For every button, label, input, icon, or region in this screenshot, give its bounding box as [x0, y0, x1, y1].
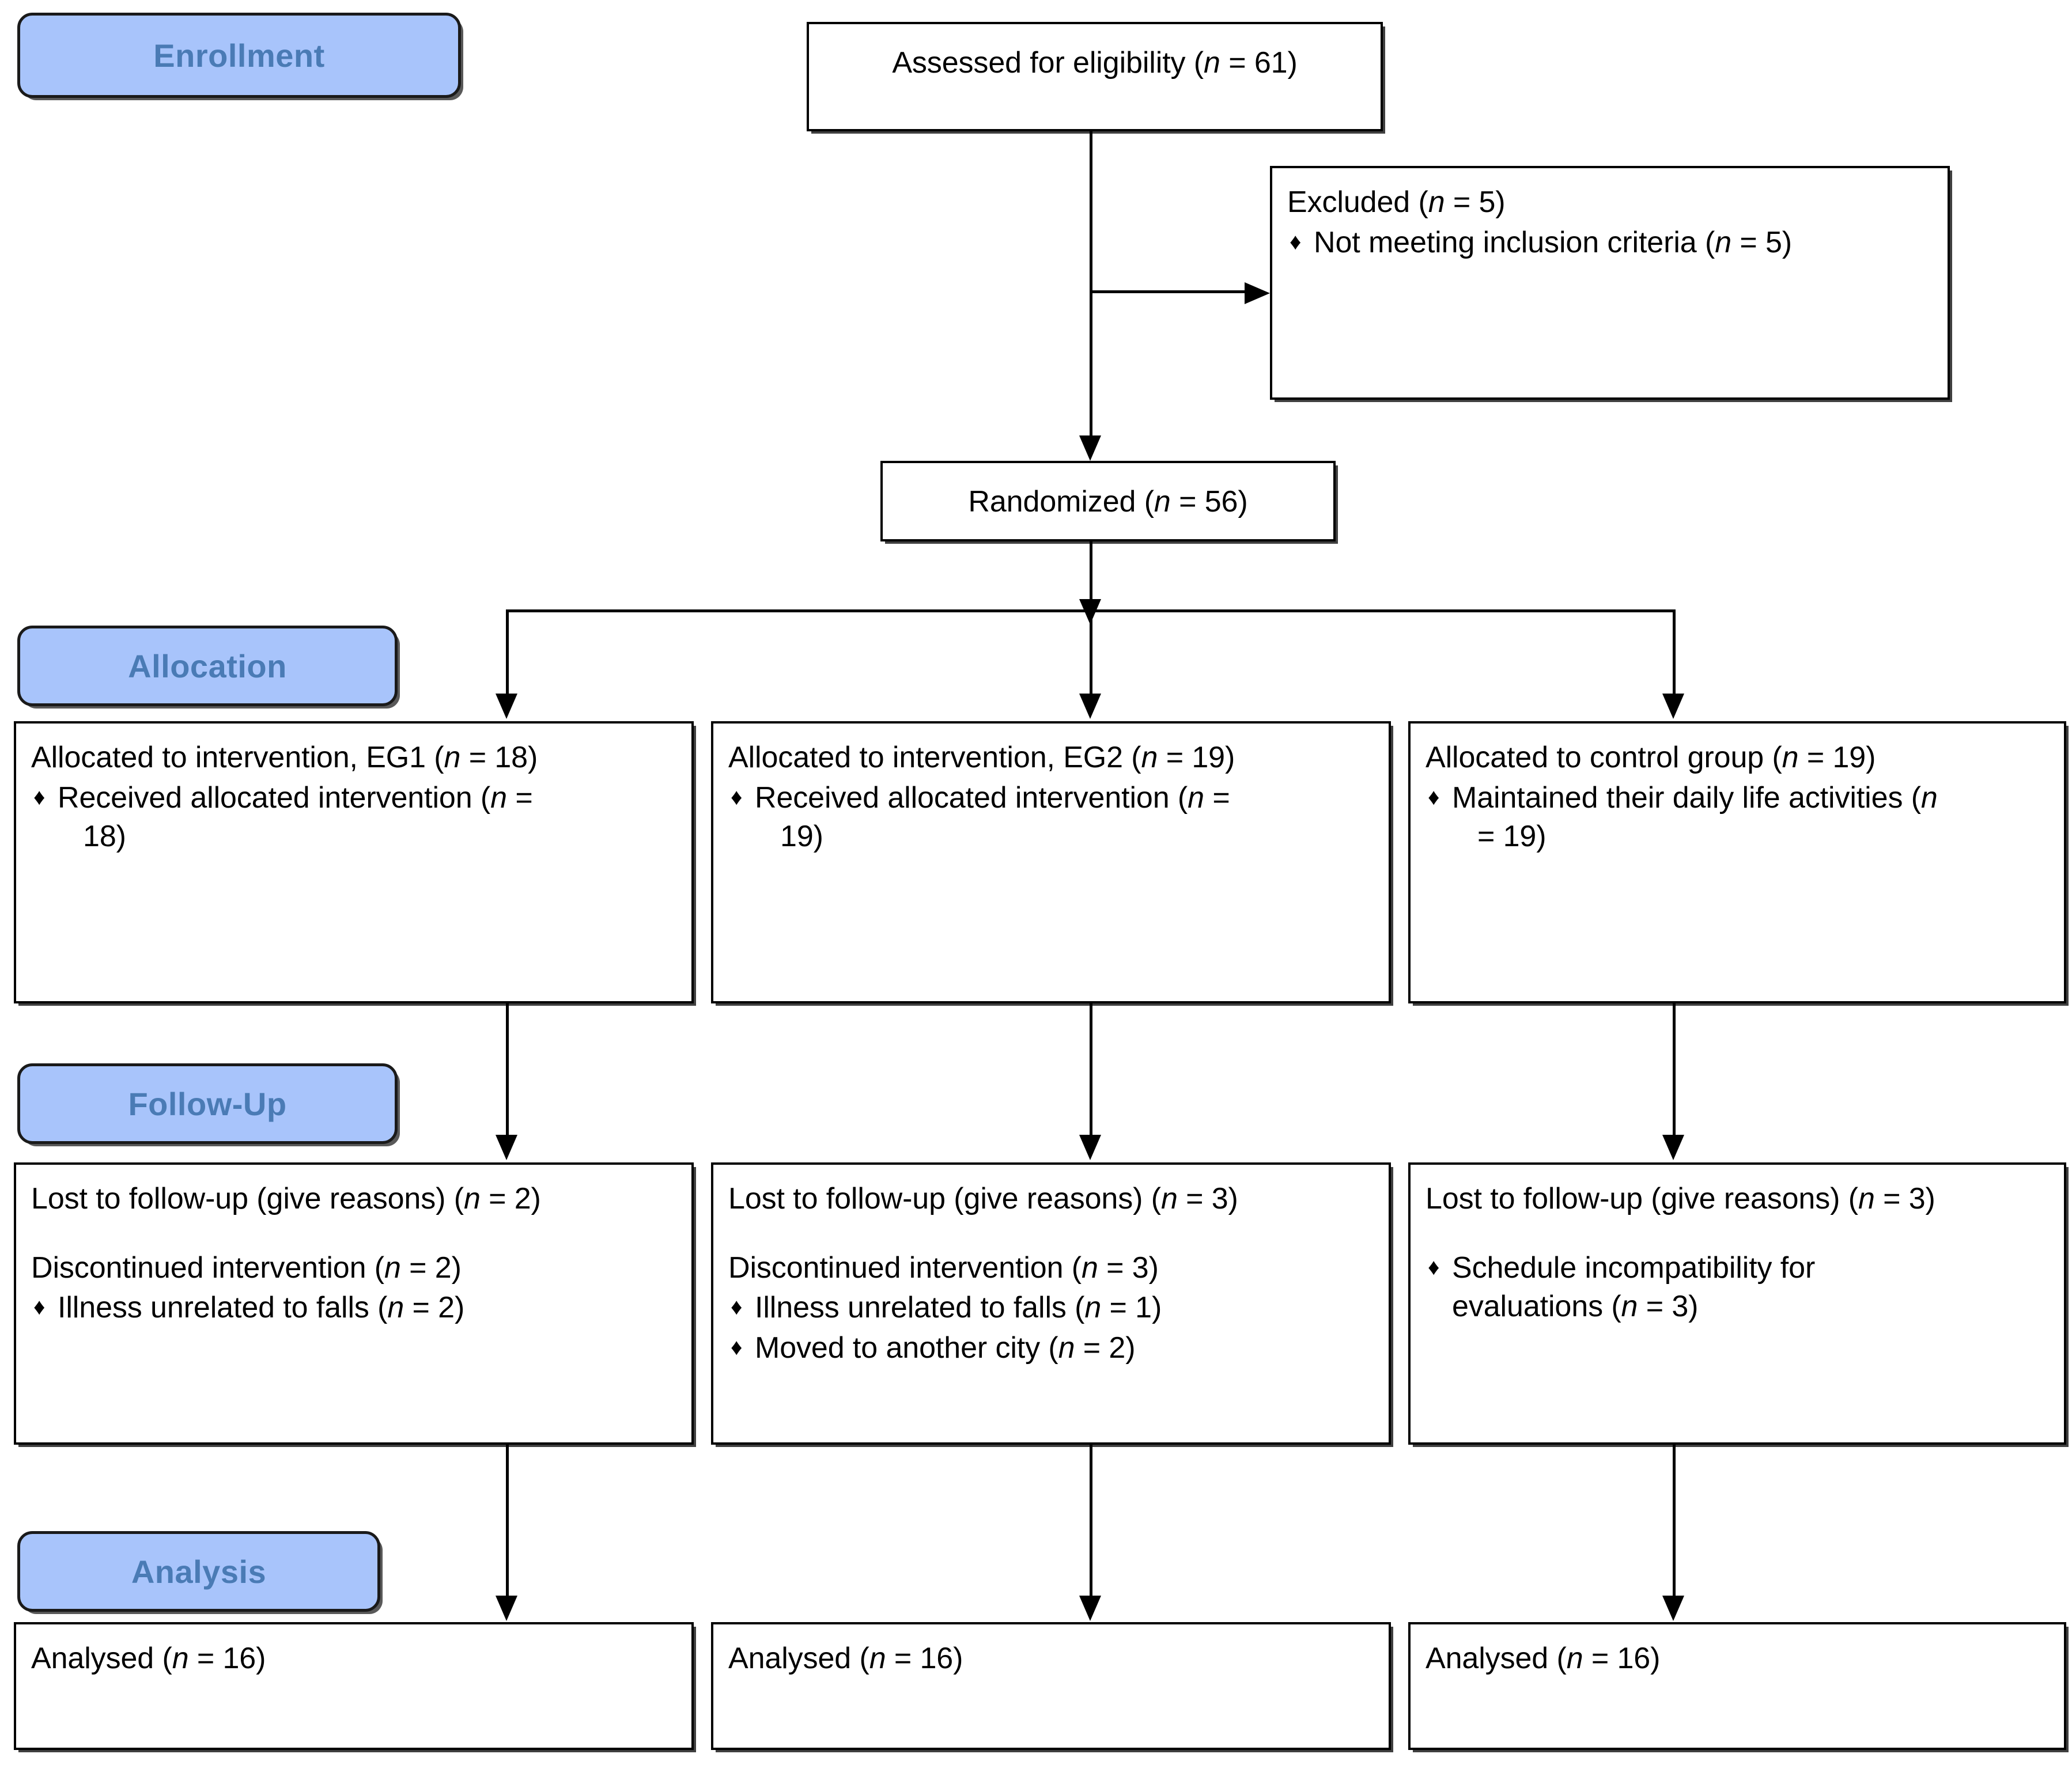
allocation-bullet: Received allocated intervention (n =18)	[31, 779, 676, 857]
followup-discontinued: Discontinued intervention (n = 2)	[31, 1251, 462, 1285]
followup-lost: Lost to follow-up (give reasons) (n = 2)	[31, 1182, 541, 1215]
box-randomized: Randomized (n = 56)	[880, 461, 1336, 541]
excluded-heading: Excluded (n = 5)	[1287, 185, 1506, 219]
arrowhead-analysis-eg1	[496, 1596, 517, 1621]
allocation-bullet-wrap: 18)	[83, 820, 126, 854]
allocation-heading: Allocated to intervention, EG1 (n = 18)	[31, 741, 538, 774]
n-symbol: n	[1084, 1291, 1102, 1325]
n-symbol: n	[1141, 741, 1158, 774]
box-analysis-eg1: Analysed (n = 16)	[14, 1622, 694, 1750]
stage-label-allocation-text: Allocation	[128, 647, 287, 684]
assessed-text: Assessed for eligibility (n = 61)	[892, 46, 1298, 79]
box-allocation-control: Allocated to control group (n = 19) Main…	[1408, 721, 2066, 1003]
arrowhead-analysis-control	[1662, 1596, 1684, 1621]
n-symbol: n	[490, 781, 507, 815]
connector-followup-to-analysis-eg2	[1090, 1445, 1092, 1598]
stage-label-followup-text: Follow-Up	[128, 1085, 287, 1122]
arrowhead-analysis-eg2	[1079, 1596, 1101, 1621]
n-symbol: n	[1058, 1331, 1075, 1365]
analysis-text: Analysed (n = 16)	[1426, 1642, 1661, 1675]
followup-reason-item: Moved to another city (n = 2)	[728, 1329, 1374, 1368]
n-symbol: n	[1188, 781, 1204, 815]
arrowhead-randomized	[1079, 435, 1101, 461]
stage-label-analysis-text: Analysis	[131, 1553, 267, 1590]
n-symbol: n	[869, 1642, 886, 1675]
box-followup-eg1: Lost to follow-up (give reasons) (n = 2)…	[14, 1162, 694, 1445]
excluded-reason-item: Not meeting inclusion criteria (n = 5)	[1287, 224, 1933, 263]
stage-label-enrollment: Enrollment	[17, 13, 461, 98]
connector-randomized-down	[1090, 541, 1092, 611]
connector-followup-to-analysis-control	[1673, 1445, 1676, 1598]
randomized-text: Randomized (n = 56)	[968, 485, 1248, 518]
n-symbol: n	[1715, 225, 1732, 259]
box-allocation-eg2: Allocated to intervention, EG2 (n = 19) …	[711, 721, 1391, 1003]
stage-label-followup: Follow-Up	[17, 1063, 398, 1144]
n-symbol: n	[1428, 185, 1445, 219]
n-symbol: n	[1858, 1182, 1875, 1215]
n-symbol: n	[1920, 781, 1938, 815]
n-symbol: n	[384, 1251, 401, 1285]
arrowhead-allocation-eg1	[496, 694, 517, 719]
followup-reason-item: Schedule incompatibility forevaluations …	[1426, 1249, 2049, 1327]
connector-bus-to-eg2	[1090, 609, 1092, 696]
box-excluded: Excluded (n = 5) Not meeting inclusion c…	[1270, 166, 1950, 400]
allocation-bullet: Received allocated intervention (n =19)	[728, 779, 1374, 857]
allocation-heading: Allocated to intervention, EG2 (n = 19)	[728, 741, 1235, 774]
analysis-text: Analysed (n = 16)	[728, 1642, 963, 1675]
spacer	[1426, 1219, 2049, 1249]
connector-bus-to-control	[1673, 609, 1676, 696]
arrowhead-allocation-eg2	[1079, 694, 1101, 719]
arrowhead-allocation-control	[1662, 694, 1684, 719]
n-symbol: n	[1204, 46, 1220, 79]
spacer	[728, 1219, 1374, 1249]
box-analysis-eg2: Analysed (n = 16)	[711, 1622, 1391, 1750]
followup-reason-item: Illness unrelated to falls (n = 1)	[728, 1289, 1374, 1328]
n-symbol: n	[1160, 1182, 1178, 1215]
n-symbol: n	[1566, 1642, 1583, 1675]
analysis-text: Analysed (n = 16)	[31, 1642, 266, 1675]
connector-followup-to-analysis-eg1	[506, 1445, 509, 1598]
stage-label-allocation: Allocation	[17, 626, 398, 706]
followup-reason-wrap: evaluations (	[1452, 1290, 1621, 1324]
arrowhead-followup-control	[1662, 1135, 1684, 1160]
n-symbol: n	[387, 1291, 404, 1325]
n-symbol: n	[1782, 741, 1799, 774]
n-symbol: n	[463, 1182, 481, 1215]
connector-to-excluded	[1090, 290, 1246, 293]
n-symbol: n	[1621, 1290, 1638, 1324]
followup-lost: Lost to follow-up (give reasons) (n = 3)	[1426, 1182, 1935, 1215]
arrowhead-followup-eg1	[496, 1135, 517, 1160]
box-followup-control: Lost to follow-up (give reasons) (n = 3)…	[1408, 1162, 2066, 1445]
n-symbol: n	[1081, 1251, 1098, 1285]
connector-alloc-to-followup-eg1	[506, 1003, 509, 1137]
n-symbol: n	[172, 1642, 189, 1675]
allocation-bullet: Maintained their daily life activities (…	[1426, 779, 2049, 857]
allocation-heading: Allocated to control group (n = 19)	[1426, 741, 1876, 774]
arrowhead-excluded	[1245, 282, 1270, 304]
followup-discontinued: Discontinued intervention (n = 3)	[728, 1251, 1159, 1285]
spacer	[31, 1219, 676, 1249]
n-symbol: n	[1154, 485, 1171, 518]
connector-alloc-to-followup-control	[1673, 1003, 1676, 1137]
stage-label-enrollment-text: Enrollment	[153, 37, 325, 74]
allocation-bullet-wrap: 19)	[780, 820, 823, 854]
connector-bus-to-eg1	[506, 609, 509, 696]
connector-assessed-to-randomized	[1090, 131, 1092, 437]
allocation-bullet-wrap: = 19)	[1477, 820, 1547, 854]
box-assessed-for-eligibility: Assessed for eligibility (n = 61)	[807, 22, 1383, 131]
box-allocation-eg1: Allocated to intervention, EG1 (n = 18) …	[14, 721, 694, 1003]
followup-lost: Lost to follow-up (give reasons) (n = 3)	[728, 1182, 1238, 1215]
followup-reason-item: Illness unrelated to falls (n = 2)	[31, 1289, 676, 1328]
connector-alloc-to-followup-eg2	[1090, 1003, 1092, 1137]
arrowhead-followup-eg2	[1079, 1135, 1101, 1160]
n-symbol: n	[444, 741, 461, 774]
stage-label-analysis: Analysis	[17, 1531, 380, 1612]
box-analysis-control: Analysed (n = 16)	[1408, 1622, 2066, 1750]
box-followup-eg2: Lost to follow-up (give reasons) (n = 3)…	[711, 1162, 1391, 1445]
